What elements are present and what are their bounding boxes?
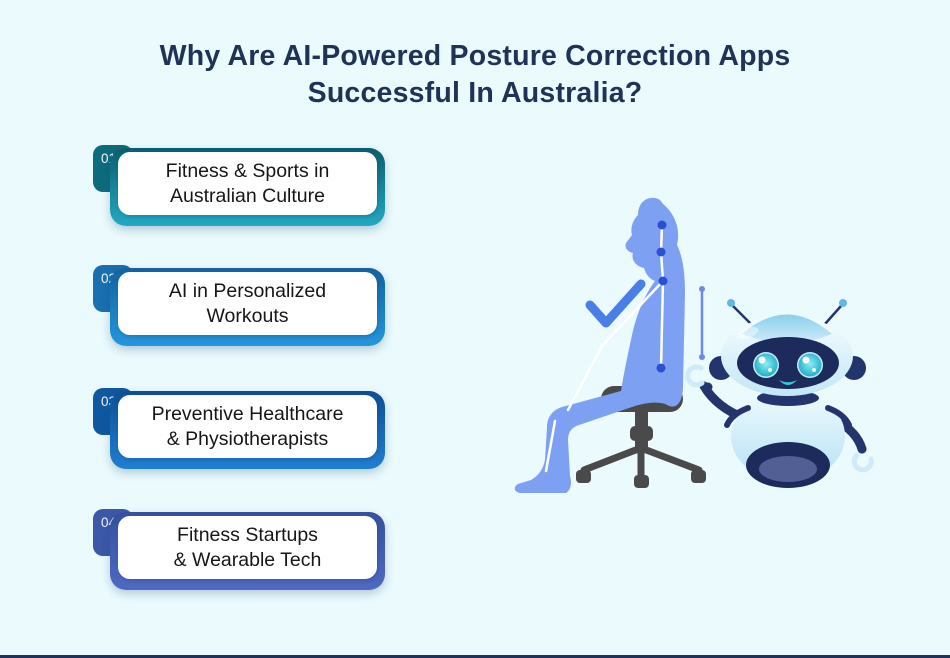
posture-joint-dots: [656, 220, 668, 373]
card-label-line1: Preventive Healthcare: [151, 402, 344, 425]
robot-right-claw: [851, 452, 874, 473]
card-label-line2: & Wearable Tech: [173, 548, 322, 571]
card-fitness-sports: 01 Fitness & Sports in Australian Cultur…: [93, 145, 385, 226]
title-line-2: Successful In Australia?: [307, 77, 643, 109]
robot-mouth: [779, 380, 797, 385]
robot-visor: [737, 337, 839, 389]
robot-eye: [797, 352, 823, 378]
robot-eye: [753, 352, 779, 378]
card-frame: Fitness Startups & Wearable Tech: [110, 512, 385, 590]
card-label-line1: Fitness & Sports in: [165, 159, 330, 182]
robot-wrist-ring: [857, 444, 867, 454]
office-chair-icon: [576, 386, 706, 488]
card-frame: AI in Personalized Workouts: [110, 268, 385, 346]
robot-head-cap: [742, 314, 832, 343]
robot-head-shine: [737, 326, 759, 340]
robot-illustration: [685, 299, 874, 488]
robot-wrist-ring: [703, 382, 713, 392]
checkmark-icon: [585, 279, 646, 328]
posture-illustration: [514, 197, 874, 493]
footer-bar: [0, 655, 950, 658]
robot-base-inner: [759, 456, 817, 482]
posture-line: [544, 223, 665, 473]
card-frame: Preventive Healthcare & Physiotherapists: [110, 391, 385, 469]
robot-left-claw: [685, 364, 705, 388]
card-preventive-healthcare: 03 Preventive Healthcare & Physiotherapi…: [93, 388, 385, 469]
robot-antenna-icon: [727, 299, 847, 325]
card-label: AI in Personalized Workouts: [118, 272, 377, 335]
robot-shoulder-accent: [724, 405, 751, 428]
plumb-line: [699, 286, 705, 360]
card-label-line2: Workouts: [206, 304, 289, 327]
title-line-1: Why Are AI-Powered Posture Correction Ap…: [159, 40, 791, 72]
robot-shoulder-accent: [825, 405, 852, 428]
card-ai-workouts: 02 AI in Personalized Workouts: [93, 265, 385, 346]
card-frame: Fitness & Sports in Australian Culture: [110, 148, 385, 226]
card-label: Preventive Healthcare & Physiotherapists: [118, 395, 377, 458]
page-title: Why Are AI-Powered Posture Correction Ap…: [0, 38, 950, 112]
card-fitness-startups: 04 Fitness Startups & Wearable Tech: [93, 509, 385, 590]
card-label-line1: AI in Personalized: [168, 279, 327, 302]
card-label-line1: Fitness Startups: [177, 523, 318, 546]
card-label: Fitness & Sports in Australian Culture: [118, 152, 377, 215]
card-label: Fitness Startups & Wearable Tech: [118, 516, 377, 579]
card-label-line2: Australian Culture: [170, 184, 325, 207]
person-silhouette: [514, 197, 685, 493]
card-label-line2: & Physiotherapists: [166, 427, 329, 450]
